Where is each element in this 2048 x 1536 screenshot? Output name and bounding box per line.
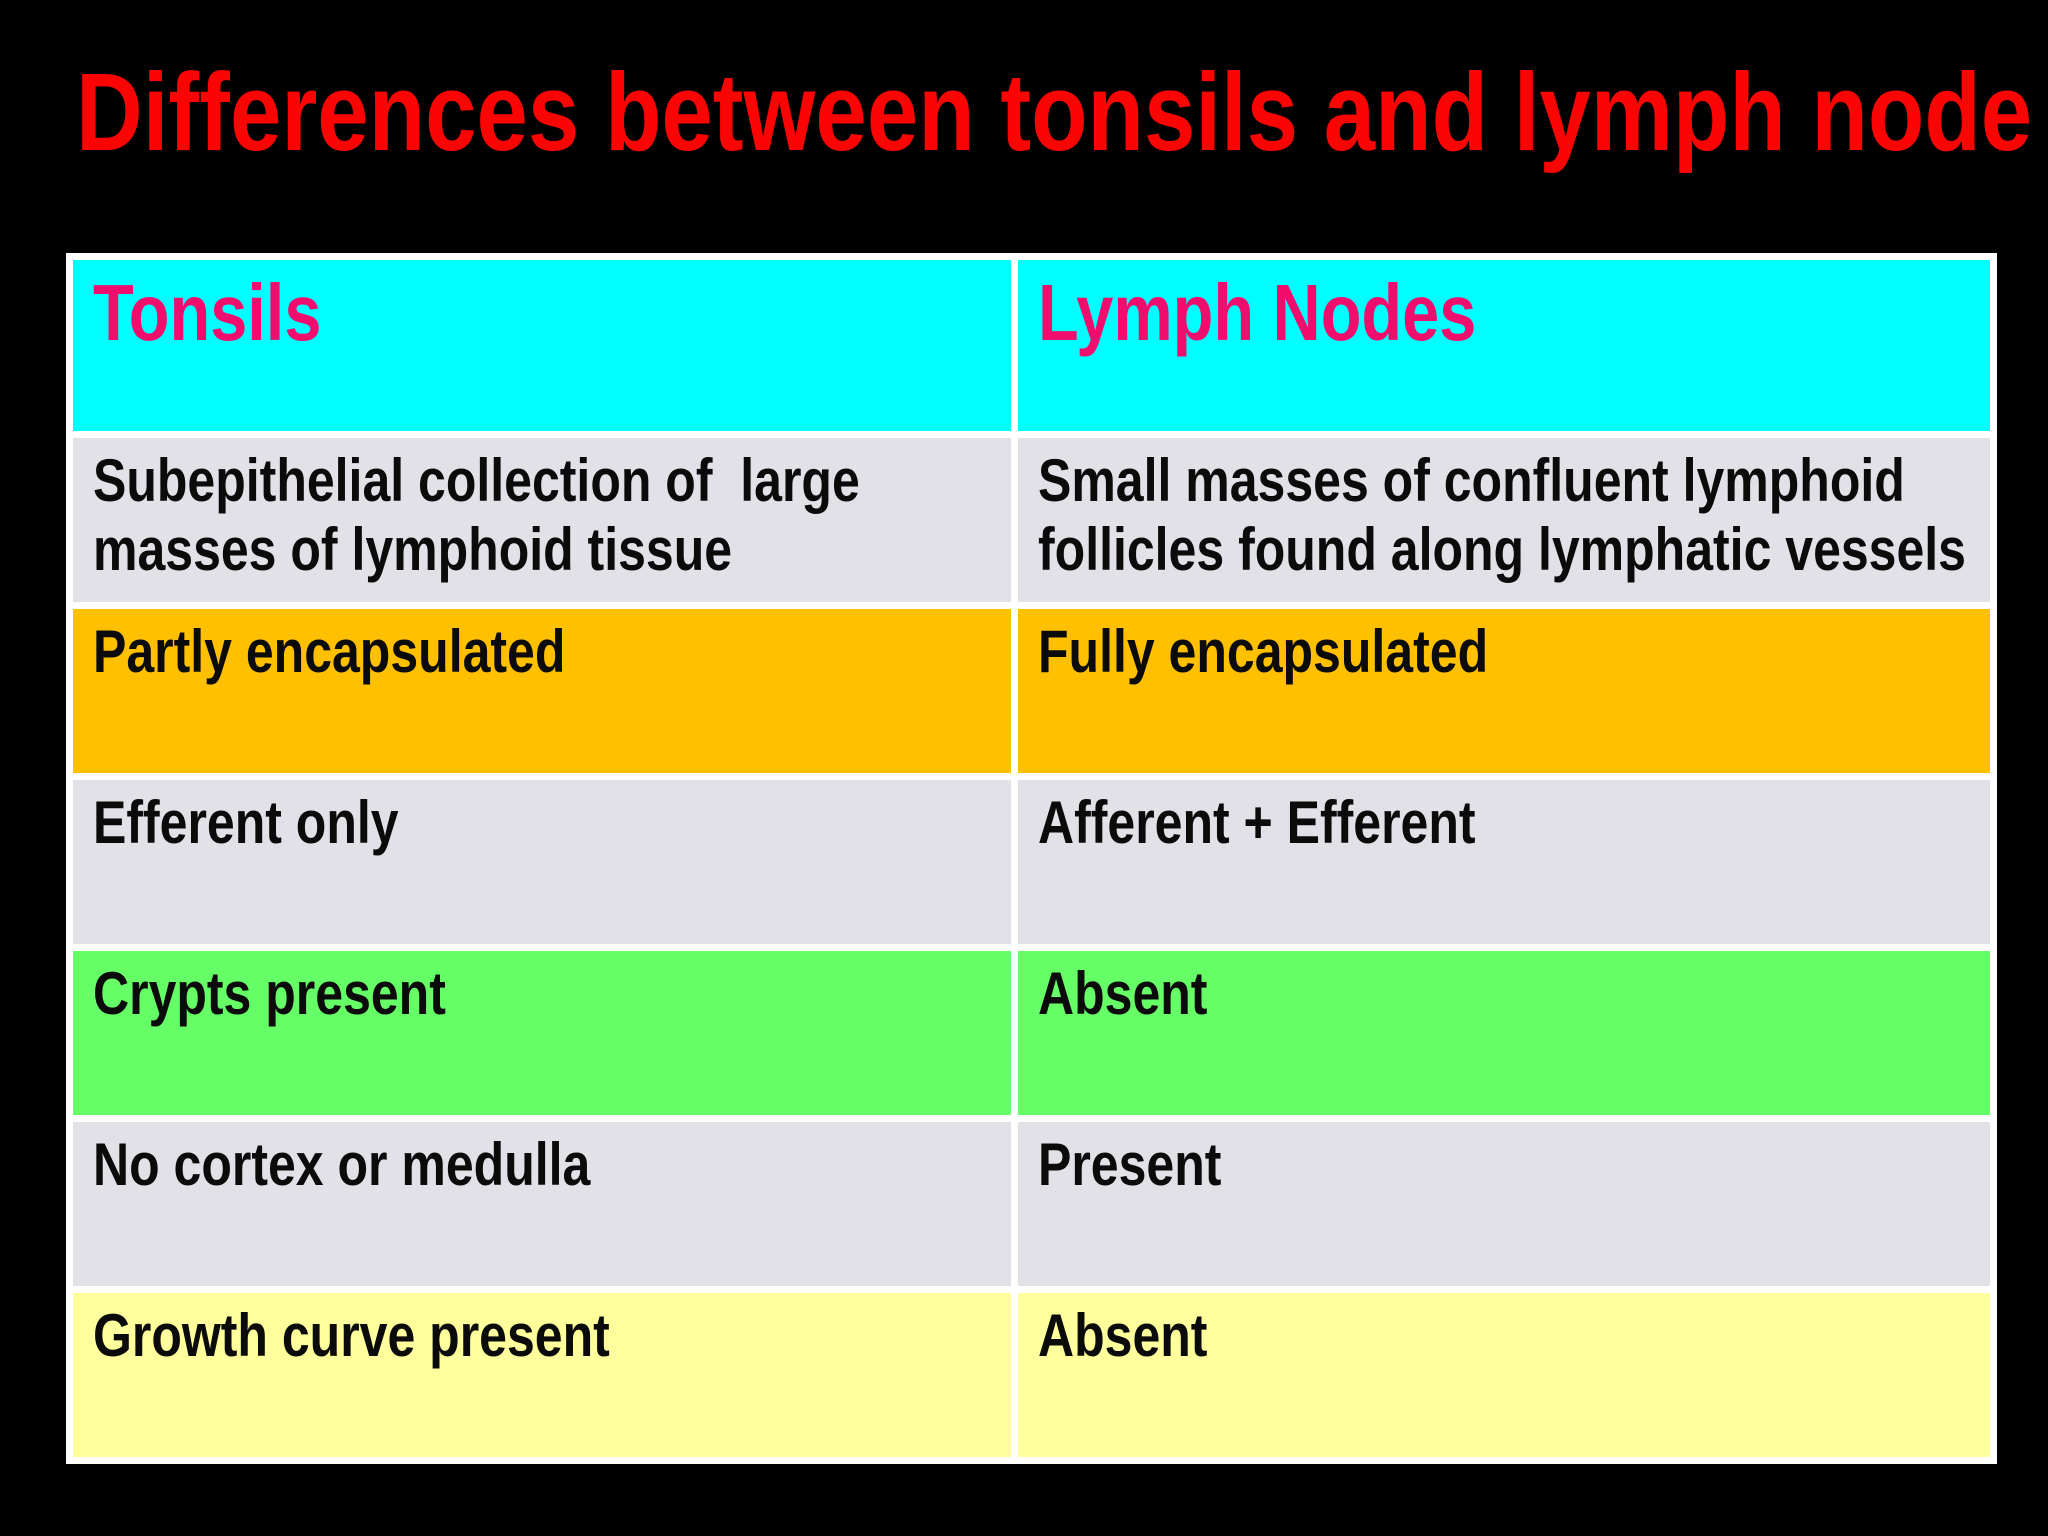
cell-text: Subepithelial collection of large masses… — [93, 447, 874, 583]
cell-text: Fully encapsulated — [1038, 618, 1489, 685]
table-header-lymph-nodes: Lymph Nodes — [1018, 260, 1990, 431]
table-row: Subepithelial collection of large masses… — [73, 438, 1990, 602]
cell-lymph-vessels: Afferent + Efferent — [1018, 780, 1990, 944]
cell-tonsils-structure: Subepithelial collection of large masses… — [73, 438, 1011, 602]
cell-tonsils-vessels: Efferent only — [73, 780, 1011, 944]
cell-lymph-structure: Small masses of confluent lymphoid folli… — [1018, 438, 1990, 602]
cell-lymph-cortex: Present — [1018, 1122, 1990, 1286]
table-header-tonsils-label: Tonsils — [93, 268, 322, 357]
slide-title-text: Differences between tonsils and lymph no… — [76, 51, 2033, 174]
cell-text: Crypts present — [93, 960, 446, 1027]
cell-tonsils-cortex: No cortex or medulla — [73, 1122, 1011, 1286]
cell-tonsils-capsule: Partly encapsulated — [73, 609, 1011, 773]
table-row: Crypts present Absent — [73, 951, 1990, 1115]
cell-text: Partly encapsulated — [93, 618, 566, 685]
cell-text: Absent — [1038, 960, 1208, 1027]
table-row: Partly encapsulated Fully encapsulated — [73, 609, 1990, 773]
table-header-tonsils: Tonsils — [73, 260, 1011, 431]
table-header-lymph-nodes-label: Lymph Nodes — [1038, 268, 1477, 357]
comparison-table: Tonsils Lymph Nodes Subepithelial collec… — [66, 253, 1997, 1464]
cell-text: Present — [1038, 1131, 1222, 1198]
cell-text: Small masses of confluent lymphoid folli… — [1038, 447, 1966, 583]
cell-lymph-growth: Absent — [1018, 1293, 1990, 1457]
cell-lymph-crypts: Absent — [1018, 951, 1990, 1115]
slide-title: Differences between tonsils and lymph no… — [76, 52, 2048, 173]
table-header-row: Tonsils Lymph Nodes — [73, 260, 1990, 431]
cell-text: Efferent only — [93, 789, 399, 856]
table-row: Efferent only Afferent + Efferent — [73, 780, 1990, 944]
cell-tonsils-growth: Growth curve present — [73, 1293, 1011, 1457]
table-row: Growth curve present Absent — [73, 1293, 1990, 1457]
cell-text: Growth curve present — [93, 1302, 610, 1369]
cell-lymph-capsule: Fully encapsulated — [1018, 609, 1990, 773]
cell-text: Absent — [1038, 1302, 1208, 1369]
cell-tonsils-crypts: Crypts present — [73, 951, 1011, 1115]
table-row: No cortex or medulla Present — [73, 1122, 1990, 1286]
cell-text: No cortex or medulla — [93, 1131, 591, 1198]
cell-text: Afferent + Efferent — [1038, 789, 1476, 856]
